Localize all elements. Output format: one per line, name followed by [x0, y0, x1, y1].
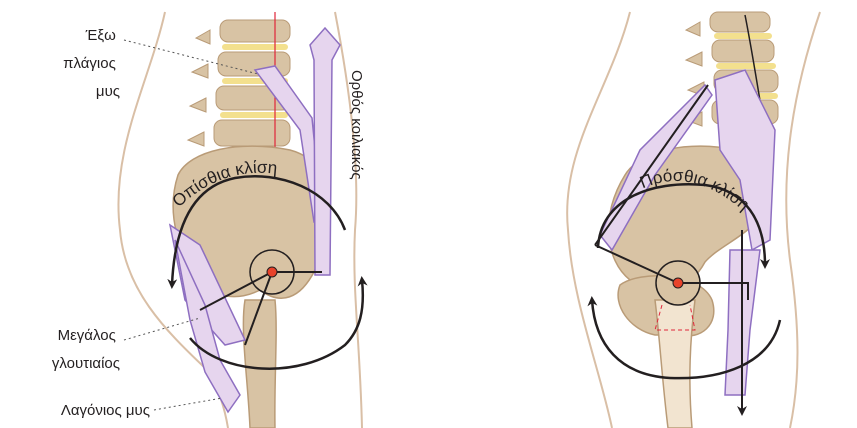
right-pivot-point: [673, 278, 683, 288]
left-pivot-point: [267, 267, 277, 277]
external-oblique-line-1: Έξω: [85, 27, 116, 44]
gluteus-maximus-label: Μεγάλος γλουτιαίος: [52, 327, 120, 372]
rectus-abdominis-label: Ορθός κοιλιακός: [348, 70, 365, 180]
external-oblique-line-2: πλάγιος: [63, 55, 116, 72]
gluteus-maximus-line-1: Μεγάλος: [58, 327, 116, 344]
right-figure-anterior-tilt: Πρόσθια κλίση: [567, 12, 820, 428]
external-oblique-label: Έξω πλάγιος μυς: [63, 27, 120, 100]
right-back-outline: [786, 12, 820, 428]
left-figure-posterior-tilt: Οπίσθια κλίση Ορθός κοιλιακός Έξω πλάγιο…: [52, 12, 365, 428]
external-oblique-line-3: μυς: [96, 83, 120, 100]
left-rectus-abdominis-muscle: [310, 28, 340, 275]
gluteus-maximus-line-2: γλουτιαίος: [52, 355, 120, 372]
right-femur: [655, 300, 695, 428]
iliopsoas-leader: [154, 398, 222, 410]
gluteus-maximus-leader: [124, 318, 200, 340]
iliopsoas-label: Λαγόνιος μυς: [61, 402, 150, 419]
left-femur: [243, 300, 276, 428]
